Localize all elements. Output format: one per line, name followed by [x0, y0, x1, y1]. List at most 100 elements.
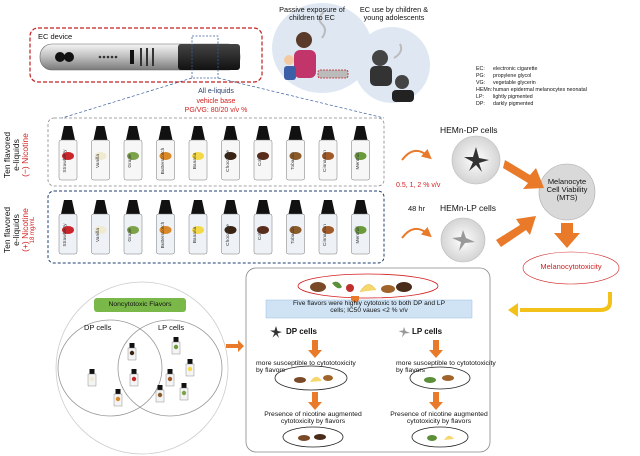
flavor-label: Tobacco [290, 226, 296, 244]
flavor-label: Banana [193, 152, 198, 170]
assay-circle [538, 163, 596, 221]
venn-bottle [155, 385, 165, 403]
pg-vg-ratio-label: PG/VG: 80/20 v/v % [184, 107, 248, 114]
flavor-ingredients-ellipse [297, 273, 439, 299]
melanocytotoxicity-label: Melanocytotoxicity [540, 262, 602, 271]
flavor-label: Cinnamon [323, 150, 328, 172]
legend-row: EC:electronic cigarette [476, 66, 538, 72]
assay-label: Melanocyte Cell Viability (MTS) [546, 177, 588, 202]
lp-cells-label: HEMn-LP cells [440, 203, 497, 213]
venn-dp [57, 319, 163, 417]
flavor-label: Grape [128, 228, 133, 242]
venn-dp-label: DP cells [84, 323, 112, 332]
venn-outer [55, 281, 229, 455]
eliquid-bottle [188, 126, 208, 181]
legend-row: LP:lightly pigmented [476, 94, 533, 100]
legend-row: VG:vegetable glycerin [476, 80, 536, 86]
venn-bottle [171, 337, 181, 355]
summary-text: Five flavors were highly cytotoxic to bo… [293, 300, 445, 314]
dp-cell-small-icon [270, 326, 282, 338]
flavor-label: Chocolate [225, 224, 231, 246]
flavor-label: Tobacco [290, 152, 296, 170]
venn-bottle [179, 383, 189, 401]
venn-lp [117, 319, 223, 417]
venn-bottle [87, 369, 97, 387]
flavor-label: Butterscotch [160, 221, 166, 249]
ec-device-illustration [29, 27, 263, 83]
venn-bottle [165, 369, 175, 387]
eliquid-bottle [91, 126, 110, 181]
eliquid-bottle [253, 126, 273, 181]
eliquid-bottle [221, 126, 240, 181]
eliquid-bottle [188, 200, 208, 255]
result-ellipse [522, 251, 620, 285]
lp-branch-title: LP cells [412, 327, 443, 336]
eliquid-bottle [156, 126, 175, 181]
eliquid-bottle [123, 126, 143, 181]
venn-bottle [129, 369, 139, 387]
vehicle-base-label: vehicle base [196, 98, 236, 105]
arrow-row2 [401, 226, 432, 239]
venn-title-box [94, 298, 186, 312]
concentration-label: 0.5, 1, 2 % v/v [396, 182, 441, 189]
arrow-row1 [401, 148, 432, 161]
eliquid-bottle [58, 126, 78, 181]
flavor-label: Chocolate [225, 150, 231, 172]
flavor-label: Cola [258, 230, 263, 240]
eliquid-bottle [123, 200, 143, 255]
venn-bottle [185, 359, 195, 377]
eliquid-bottle [221, 200, 240, 255]
venn-lp-label: LP cells [158, 323, 185, 332]
eliquid-bottle [58, 200, 78, 255]
eliquid-bottle [156, 200, 175, 255]
arrow-lp-to-assay [496, 216, 536, 247]
flavor-label: Vanilla [95, 227, 101, 243]
flavor-label: Cola [258, 156, 263, 166]
venn-bottle [113, 389, 123, 407]
row2-bottles [58, 200, 370, 255]
row2-box [47, 190, 385, 264]
row1-label: Ten flavored e-liquids (−) Nicotine [2, 131, 30, 179]
all-eliquids-label: All e-liquids [198, 88, 234, 95]
legend-row: PG:propylene glycol [476, 73, 532, 79]
eliquid-bottle [351, 200, 370, 255]
flavor-label: Menthol [355, 226, 361, 244]
dp-cells-label: HEMn-DP cells [440, 125, 498, 135]
flavor-label: Banana [193, 226, 198, 244]
eliquid-bottle [318, 200, 338, 255]
arrow-assay-to-result [554, 223, 580, 248]
active-use-label: EC use by children & young adolescents [359, 5, 429, 22]
dp-branch-title: DP cells [286, 327, 317, 336]
flavor-label: Vanilla [95, 153, 101, 169]
legend-row: DP:darkly pigmented [476, 101, 534, 107]
eliquid-bottle [253, 200, 273, 255]
venn-bottles [87, 337, 195, 407]
active-use-scene [354, 27, 430, 103]
device-connectors [61, 77, 385, 119]
venn-bottle [127, 343, 137, 361]
flavor-label: Strawberry [63, 223, 68, 247]
passive-exposure-label: Passive exposure of children to EC [279, 5, 345, 22]
eliquid-bottle [286, 126, 305, 181]
device-label: EC device [38, 32, 73, 41]
flavor-label: Strawberry [63, 149, 68, 173]
eliquid-bottle [286, 200, 305, 255]
flavor-label: Grape [128, 154, 133, 168]
row2-label: Ten flavored e-liquids (+) Nicotine 18 m… [2, 206, 36, 254]
passive-exposure-scene [272, 3, 372, 93]
flavor-label: Butterscotch [160, 147, 166, 175]
row1-bottles [58, 126, 370, 181]
eliquid-bottle [351, 126, 370, 181]
time-label: 48 hr [408, 204, 426, 213]
summary-box [265, 299, 473, 319]
legend-row: HEMn:human epidermal melanocytes neonata… [476, 87, 587, 93]
venn-title: Noncytotoxic Flavors [108, 301, 172, 308]
eliquid-bottle [91, 200, 110, 255]
flavor-label: Cinnamon [323, 224, 328, 246]
